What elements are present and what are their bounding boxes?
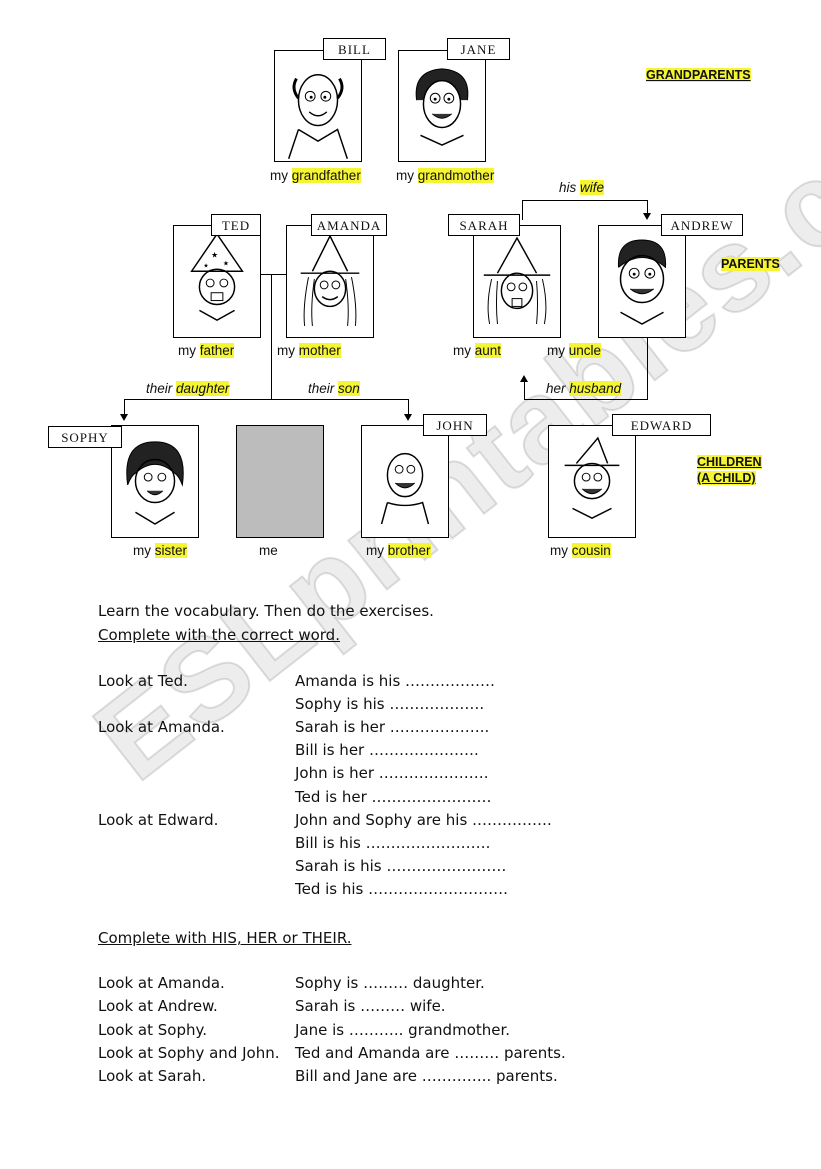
exercise-sentence[interactable]: Sophy is his ………………. [295, 695, 485, 714]
exercise-prompt: Look at Amanda. [98, 718, 225, 737]
svg-text:★: ★ [223, 259, 229, 267]
svg-text:★: ★ [211, 251, 218, 260]
connector [647, 200, 648, 214]
wizard-boy-icon [564, 436, 620, 519]
exercise-prompt: Look at Sarah. [98, 1067, 207, 1086]
connector [261, 274, 286, 275]
man-icon [617, 239, 667, 325]
caption-ted: my father [178, 343, 235, 358]
label-children: CHILDREN(A CHILD) [697, 455, 762, 485]
photo-amanda [286, 225, 374, 338]
caption-jane: my grandmother [396, 168, 495, 183]
instructions: Learn the vocabulary. Then do the exerci… [98, 602, 434, 620]
photo-jane [398, 50, 486, 162]
connector [124, 399, 408, 400]
connector [124, 399, 125, 415]
exercise2-title: Complete with HIS, HER or THEIR. [98, 929, 352, 947]
exercise-sentence[interactable]: Sarah is his …………………… [295, 856, 507, 875]
name-sophy: SOPHY [48, 426, 122, 448]
caption-amanda: my mother [277, 343, 341, 358]
caption-john: my brother [366, 543, 431, 558]
name-edward: EDWARD [612, 414, 711, 436]
connector [647, 338, 648, 400]
caption-andrew: my uncle [547, 343, 602, 358]
photo-sophy [111, 425, 199, 538]
name-jane: JANE [447, 38, 510, 60]
wizard-man-icon: ★★★ [190, 232, 244, 321]
relation-their-son: their son [308, 381, 360, 396]
photo-andrew [598, 225, 686, 338]
exercise-sentence[interactable]: Ted is her …………………… [295, 787, 492, 806]
connector [524, 382, 525, 400]
connector [522, 200, 648, 201]
exercise-sentence[interactable]: Bill is his ……………………. [295, 833, 491, 852]
exercise-sentence[interactable]: Bill is her …………………. [295, 741, 479, 760]
caption-me: me [259, 543, 278, 558]
name-john: JOHN [423, 414, 487, 436]
bald-man-icon [287, 73, 349, 160]
name-ted: TED [211, 214, 261, 236]
exercise-prompt: Look at Sophy and John. [98, 1043, 280, 1062]
exercise1-title: Complete with the correct word. [98, 626, 340, 644]
exercise-prompt: Look at Sophy. [98, 1020, 207, 1039]
exercise-sentence[interactable]: John and Sophy are his ……………. [295, 810, 552, 829]
witch-icon [300, 234, 360, 327]
exercise-sentence[interactable]: John is her …………………. [295, 764, 489, 783]
witch-icon [483, 236, 551, 325]
exercise-sentence[interactable]: Ted is his ………………………. [295, 879, 508, 898]
caption-edward: my cousin [550, 543, 611, 558]
exercise-prompt: Look at Andrew. [98, 997, 218, 1016]
exercise-sentence[interactable]: Jane is ……….. grandmother. [295, 1020, 511, 1039]
exercise-prompt: Look at Ted. [98, 672, 188, 690]
exercise-sentence[interactable]: Bill and Jane are ………….. parents. [295, 1067, 558, 1086]
label-grandparents: GRANDPARENTS [646, 68, 751, 82]
name-amanda: AMANDA [311, 214, 387, 236]
photo-sarah [473, 225, 561, 338]
caption-sarah: my aunt [453, 343, 502, 358]
girl-icon [126, 441, 184, 525]
connector [522, 200, 523, 220]
label-parents: PARENTS [721, 257, 780, 271]
svg-text:★: ★ [203, 262, 208, 269]
exercise-sentence[interactable]: Sophy is ……… daughter. [295, 974, 485, 992]
caption-bill: my grandfather [270, 168, 361, 183]
relation-her-husband: her husband [546, 381, 622, 396]
exercise-prompt: Look at Edward. [98, 810, 219, 829]
boy-icon [380, 452, 430, 525]
exercise-prompt: Look at Amanda. [98, 974, 225, 992]
exercise-sentence[interactable]: Sarah is ……… wife. [295, 997, 446, 1016]
exercise-sentence[interactable]: Amanda is his ……………… [295, 672, 496, 690]
name-andrew: ANDREW [661, 214, 743, 236]
arrow-down-icon [643, 213, 651, 220]
woman-icon [415, 68, 469, 146]
connector [408, 399, 409, 415]
exercise-sentence[interactable]: Ted and Amanda are ……… parents. [295, 1043, 566, 1062]
relation-his-wife: his wife [559, 180, 605, 195]
arrow-down-icon [120, 414, 128, 421]
name-bill: BILL [323, 38, 386, 60]
exercise-sentence[interactable]: Sarah is her ……………….. [295, 718, 490, 737]
caption-sophy: my sister [133, 543, 188, 558]
arrow-up-icon [520, 375, 528, 382]
photo-bill [274, 50, 362, 162]
connector [524, 399, 648, 400]
photo-me [236, 425, 324, 538]
name-sarah: SARAH [448, 214, 520, 236]
photo-ted: ★★★ [173, 225, 261, 338]
photo-edward [548, 425, 636, 538]
arrow-down-icon [404, 414, 412, 421]
relation-their-daughter: their daughter [146, 381, 230, 396]
connector [271, 274, 272, 400]
photo-john [361, 425, 449, 538]
